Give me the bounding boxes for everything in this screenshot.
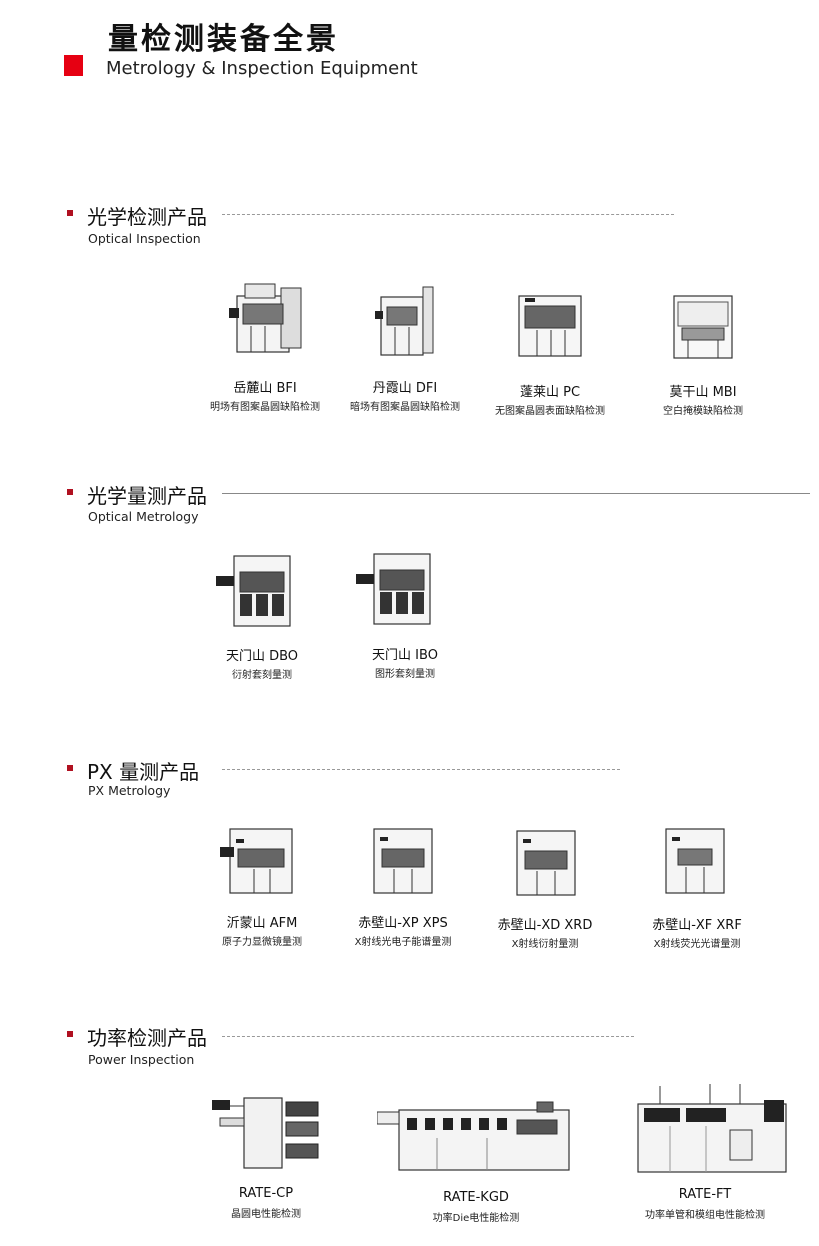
metrology-machine-icon — [218, 825, 298, 901]
section-subtitle: PX Metrology — [88, 783, 171, 798]
product-name: RATE-CP — [238, 1186, 294, 1201]
section-title: 光学量测产品 — [87, 484, 207, 508]
product-description: X射线光电子能谱量测 — [354, 937, 452, 948]
product-description: 功率单管和模组电性能检测 — [645, 1210, 765, 1221]
section-divider — [222, 214, 674, 215]
power-tester-icon — [210, 1092, 325, 1176]
product-name: 蓬莱山 PC — [519, 385, 581, 400]
section-title: 功率检测产品 — [87, 1026, 207, 1050]
section-subtitle: Optical Inspection — [88, 231, 201, 246]
product-description: 明场有图案晶圆缺陷检测 — [210, 402, 320, 413]
section-title: 光学检测产品 — [87, 205, 207, 229]
product-name: 莫干山 MBI — [669, 385, 737, 400]
product-description: X射线衍射量测 — [511, 939, 579, 950]
inspection-machine-icon — [515, 288, 585, 362]
product-description: 原子力显微镜量测 — [222, 937, 302, 948]
product-description: 无图案晶圆表面缺陷检测 — [495, 406, 605, 417]
inspection-machine-icon — [225, 280, 305, 360]
product-name: RATE-KGD — [443, 1190, 509, 1205]
metrology-machine-icon — [214, 552, 294, 632]
product-description: 暗场有图案晶圆缺陷检测 — [350, 402, 460, 413]
product-name: 赤壁山-XF XRF — [652, 918, 742, 933]
product-name: 岳麓山 BFI — [233, 381, 297, 396]
product-name: 天门山 IBO — [372, 648, 438, 663]
product-description: X射线荧光光谱量测 — [653, 939, 741, 950]
product-description: 功率Die电性能检测 — [432, 1213, 520, 1224]
section-bullet — [67, 1031, 73, 1037]
product-name: RATE-FT — [678, 1187, 732, 1202]
power-tester-icon — [630, 1080, 790, 1180]
section-divider — [222, 493, 810, 494]
power-tester-icon — [376, 1098, 577, 1180]
section-title: PX 量测产品 — [87, 760, 200, 784]
product-name: 沂蒙山 AFM — [226, 916, 298, 931]
section-subtitle: Optical Metrology — [88, 509, 199, 524]
product-description: 空白掩模缺陷检测 — [663, 406, 743, 417]
section-divider — [222, 1036, 634, 1037]
metrology-machine-icon — [354, 550, 434, 630]
metrology-machine-icon — [662, 825, 728, 901]
section-bullet — [67, 765, 73, 771]
section-bullet — [67, 210, 73, 216]
page-subtitle: Metrology & Inspection Equipment — [106, 58, 418, 79]
title-accent-mark — [64, 55, 83, 76]
product-name: 天门山 DBO — [225, 649, 299, 664]
product-description: 衍射套刻量测 — [232, 670, 292, 681]
metrology-machine-icon — [370, 825, 436, 901]
inspection-machine-icon — [668, 292, 738, 366]
section-divider — [222, 769, 620, 770]
product-name: 丹霞山 DFI — [372, 381, 438, 396]
page-title: 量检测装备全景 — [108, 22, 339, 57]
product-name: 赤壁山-XP XPS — [358, 916, 448, 931]
product-name: 赤壁山-XD XRD — [497, 918, 593, 933]
section-bullet — [67, 489, 73, 495]
product-description: 图形套刻量测 — [375, 669, 435, 680]
inspection-machine-icon — [375, 285, 437, 361]
section-subtitle: Power Inspection — [88, 1052, 195, 1067]
product-description: 晶圆电性能检测 — [231, 1209, 301, 1220]
metrology-machine-icon — [513, 827, 579, 903]
